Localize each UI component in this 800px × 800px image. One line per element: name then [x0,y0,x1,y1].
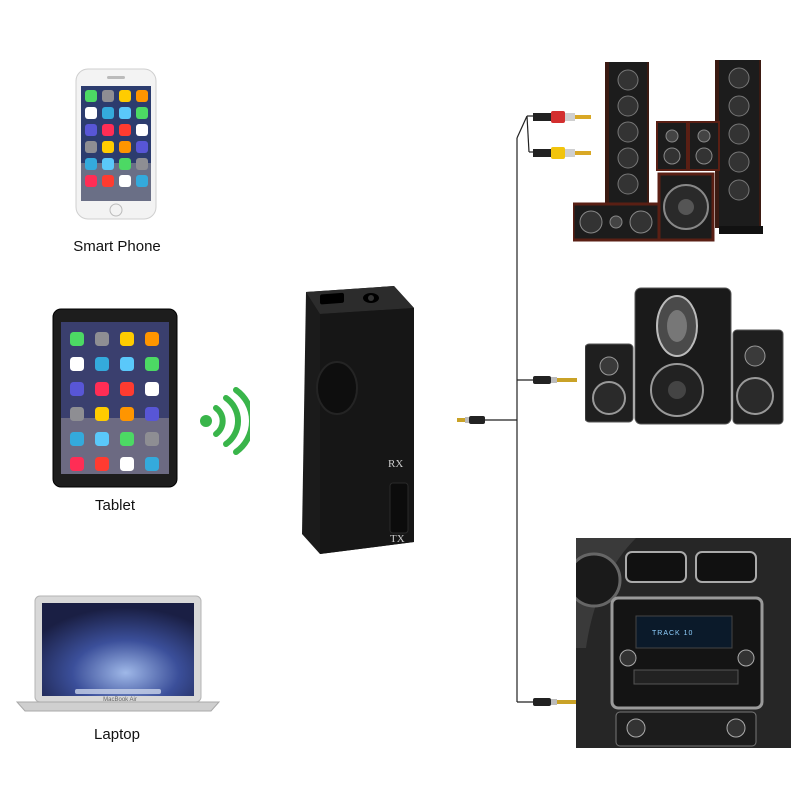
app-icon [145,357,159,371]
app-icon [136,107,148,119]
app-icon [102,124,114,136]
app-icon [95,357,109,371]
aux-plug-speaker [533,374,579,386]
app-icon [70,332,84,346]
app-icon [85,141,97,153]
pc-speakers-image [585,286,785,426]
app-icon [136,175,148,187]
app-icon [70,382,84,396]
app-icon [120,457,134,471]
app-icon [95,457,109,471]
app-icon [120,382,134,396]
app-icon [102,107,114,119]
app-icon [102,158,114,170]
app-icon [119,158,131,170]
tablet-label: Tablet [94,497,136,514]
app-icon [145,382,159,396]
tx-label: TX [390,533,405,545]
app-icon [70,432,84,446]
car-display-text: TRACK 10 [652,630,694,637]
app-icon [95,332,109,346]
laptop-label: Laptop [94,726,140,743]
app-icon [102,175,114,187]
rca-plug-red [533,108,593,126]
rca-plug-yellow [533,144,593,162]
laptop-image [15,595,221,713]
app-icon [120,332,134,346]
app-icon [85,175,97,187]
app-icon [70,357,84,371]
app-icon [120,407,134,421]
app-icon [145,332,159,346]
app-icon [85,124,97,136]
laptop-brand-text: MacBook Air [103,697,137,703]
app-icon [85,158,97,170]
app-icon [102,90,114,102]
smart-phone-image [75,68,157,220]
app-icon [136,90,148,102]
app-icon [119,141,131,153]
app-icon [95,407,109,421]
app-icon [120,357,134,371]
app-icon [145,457,159,471]
app-icon [102,141,114,153]
aux-plug-car [533,696,579,708]
app-icon [145,432,159,446]
app-icon [120,432,134,446]
app-icon [119,124,131,136]
app-icon [95,432,109,446]
tablet-image [52,308,178,488]
app-icon [119,107,131,119]
app-icon [95,382,109,396]
smart-phone-label: Smart Phone [73,238,161,255]
home-theater-speakers-image [573,58,773,248]
app-icon [119,175,131,187]
bluetooth-signal-waves-icon [198,386,250,456]
app-icon [119,90,131,102]
app-icon [70,407,84,421]
app-icon [85,107,97,119]
app-icon [145,407,159,421]
app-icon [85,90,97,102]
app-icon [136,141,148,153]
rx-label: RX [388,458,404,470]
app-icon [136,124,148,136]
app-icon [136,158,148,170]
bluetooth-adapter-device [298,278,418,558]
app-icon [70,457,84,471]
aux-plug-input [457,414,487,426]
car-stereo-dashboard-image [576,538,791,748]
